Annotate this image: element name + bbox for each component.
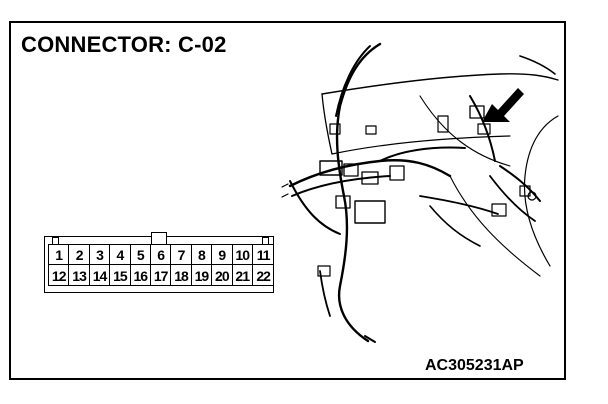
connector-pin: 2 <box>69 245 90 265</box>
connector-pin: 17 <box>151 265 172 285</box>
connector-pin: 20 <box>212 265 233 285</box>
connector-pin: 6 <box>150 245 172 265</box>
connector-pin: 22 <box>256 268 271 284</box>
connector-title: CONNECTOR: C-02 <box>21 32 227 57</box>
connector-pin: 18 <box>171 265 192 285</box>
arrow-icon <box>482 88 524 122</box>
connector-pin: 9 <box>212 245 233 265</box>
connector-pin: 19 <box>192 265 213 285</box>
diagram-frame <box>9 21 566 380</box>
connector-pin: 15 <box>110 265 131 285</box>
connector-pin: 16 <box>131 265 151 285</box>
connector-pin: 12 <box>49 265 70 285</box>
connector-pin: 8 <box>191 245 213 265</box>
figure-code: AC305231AP <box>425 357 524 374</box>
connector-pin: 7 <box>171 245 192 265</box>
connector-pin: 21 <box>233 265 253 285</box>
connector-pin: 4 <box>110 245 131 265</box>
connector-pin: 11 <box>252 245 274 265</box>
connector-pin: 14 <box>90 265 111 285</box>
connector-lock-tab <box>151 232 167 244</box>
connector-pin: 10 <box>232 245 253 265</box>
connector-pin: 5 <box>130 245 151 265</box>
harness-illustration <box>281 42 559 343</box>
connector-pin: 3 <box>89 245 111 265</box>
connector-pin: 1 <box>49 245 70 265</box>
connector-pin: 13 <box>69 265 90 285</box>
